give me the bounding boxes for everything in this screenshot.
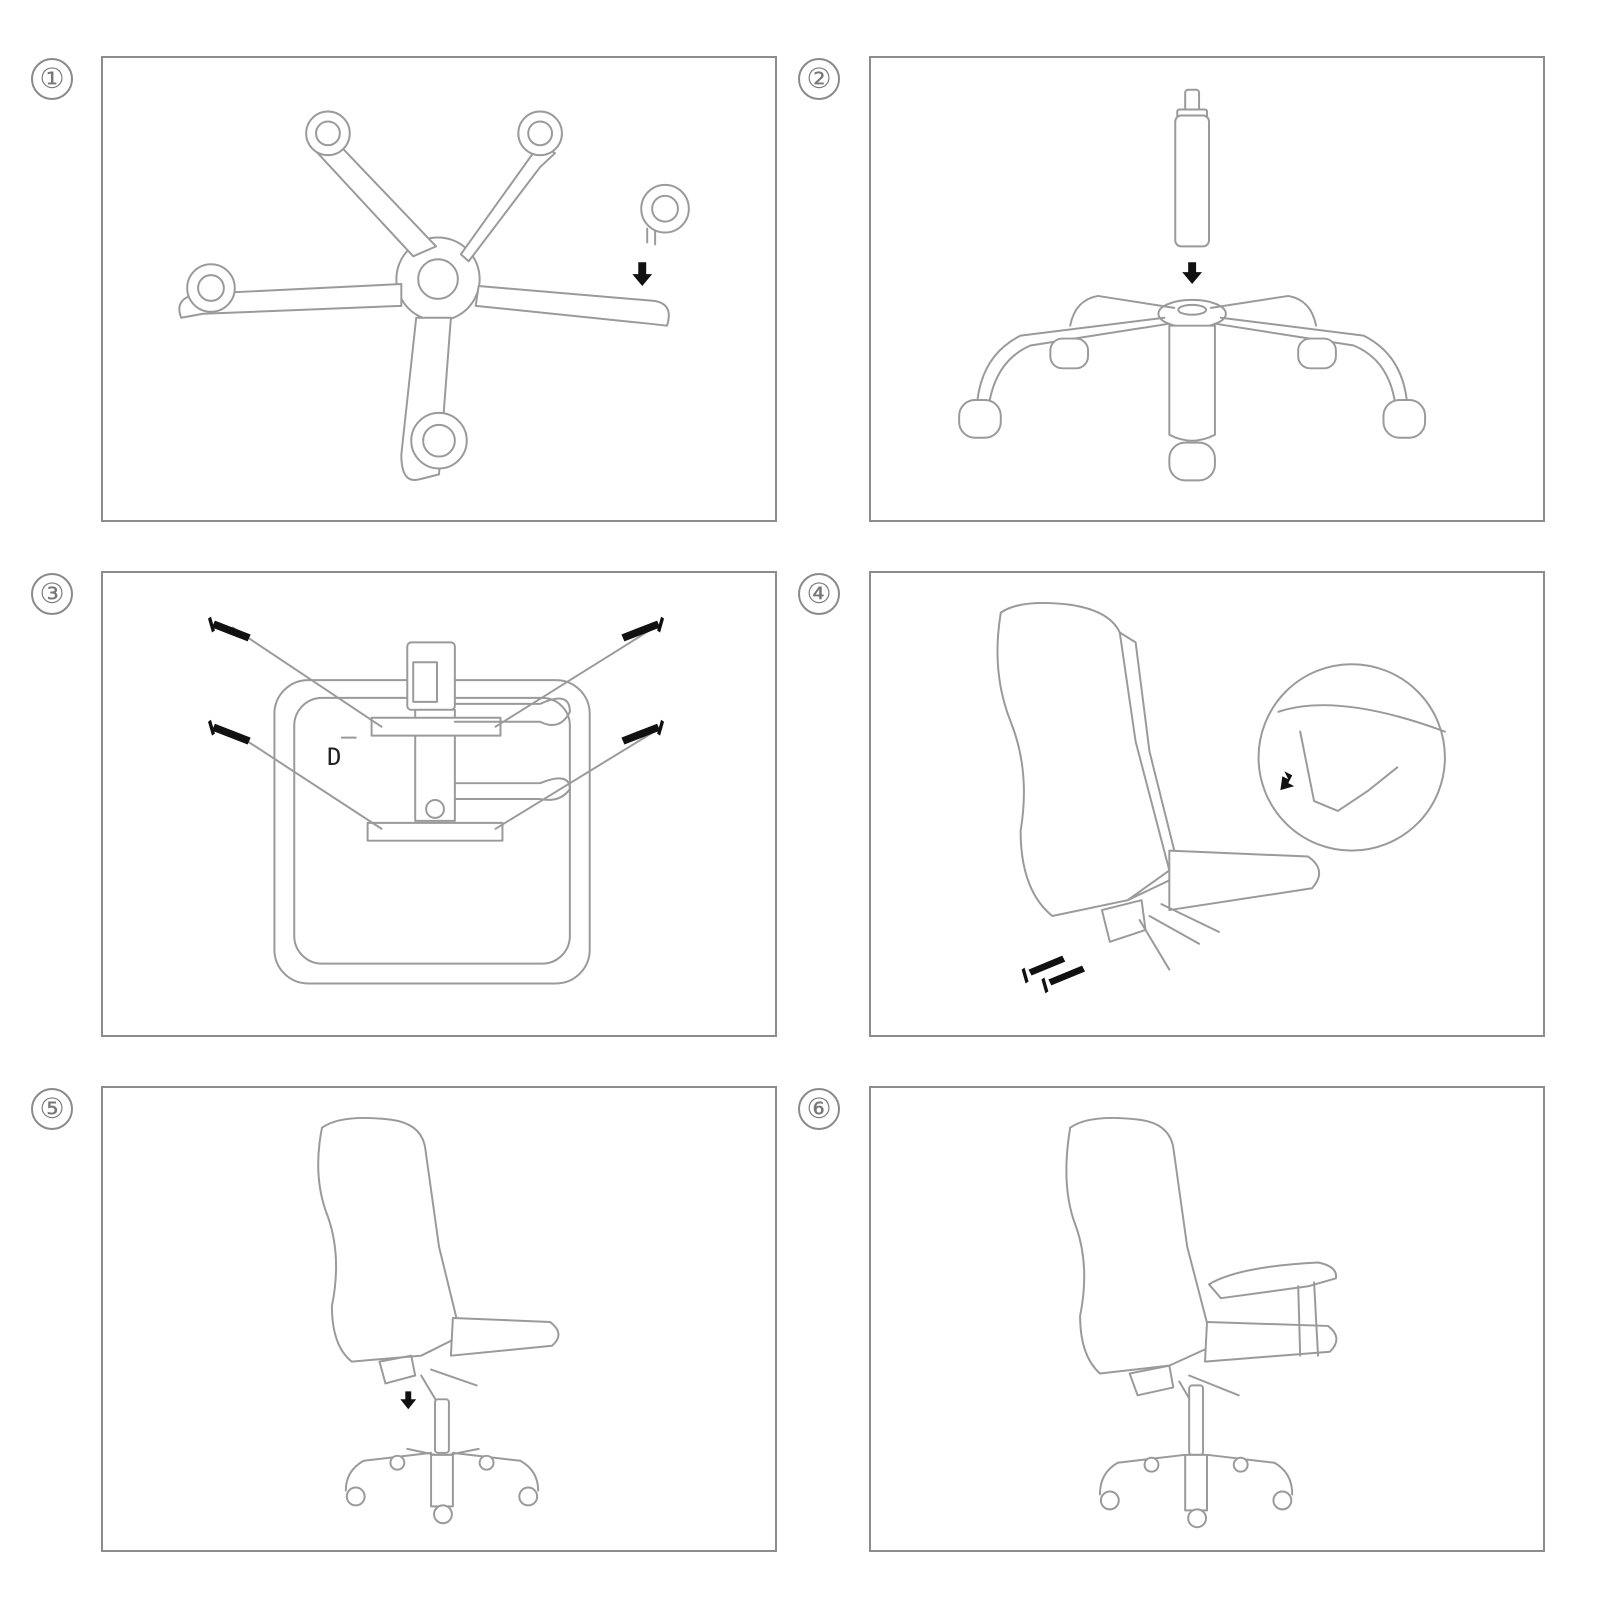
step-2-number: ② xyxy=(798,58,840,100)
armrest-assembly-illustration xyxy=(1065,1116,1338,1529)
chair-back-mount-illustration xyxy=(996,601,1446,994)
caster-icon xyxy=(958,337,1427,482)
arrow-down-icon xyxy=(632,262,653,287)
seat-onto-base-illustration xyxy=(317,1116,560,1525)
chair-icon xyxy=(317,1116,560,1407)
gas-lift-base-illustration xyxy=(958,88,1427,482)
caster-icon xyxy=(1099,1456,1293,1529)
caster-icon xyxy=(345,1454,539,1525)
step-5-panel xyxy=(101,1086,777,1552)
step-5-number: ⑤ xyxy=(31,1088,73,1130)
step-6-number: ⑥ xyxy=(798,1088,840,1130)
step-3-number: ③ xyxy=(31,573,73,615)
arrow-down-icon xyxy=(1182,262,1203,285)
part-label-d: D xyxy=(327,743,342,771)
screw-icon xyxy=(1021,955,1086,994)
chair-icon xyxy=(996,601,1321,971)
step-3-panel: D xyxy=(101,571,777,1037)
chair-icon xyxy=(1065,1116,1338,1512)
wheel-base-illustration xyxy=(178,110,690,482)
step-4-number: ④ xyxy=(798,573,840,615)
caster-icon xyxy=(186,110,690,470)
step-1-panel xyxy=(101,56,777,522)
seat-mechanism-illustration xyxy=(208,616,665,985)
step-2-panel xyxy=(869,56,1545,522)
screw-icon xyxy=(208,616,665,745)
gas-lift-icon xyxy=(1174,88,1210,248)
arrow-down-icon xyxy=(400,1391,417,1410)
step-4-panel xyxy=(869,571,1545,1037)
step-6-panel xyxy=(869,1086,1545,1552)
gas-lift-icon xyxy=(434,1398,450,1454)
step-1-number: ① xyxy=(31,58,73,100)
